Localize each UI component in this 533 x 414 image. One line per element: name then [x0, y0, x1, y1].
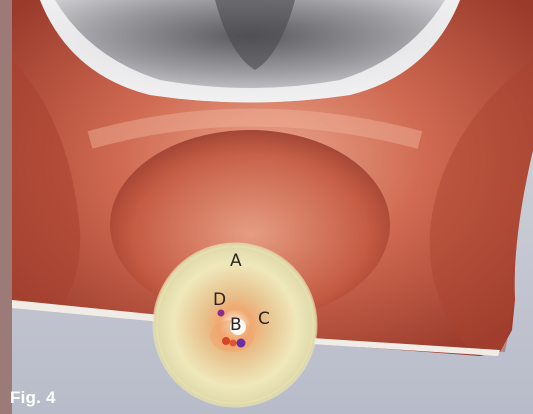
point-c-label: C [258, 311, 270, 328]
marker-d-dot [218, 310, 225, 317]
marker-b-orange-dot [230, 340, 237, 347]
marker-b-red-dot [222, 337, 230, 345]
marker-b-purple-dot [237, 339, 246, 348]
point-b-label: B [230, 317, 242, 334]
point-a-label: A [230, 253, 242, 270]
left-edge-strip [0, 0, 12, 414]
point-d-label: D [213, 292, 226, 309]
figure-label: Fig. 4 [10, 389, 56, 406]
